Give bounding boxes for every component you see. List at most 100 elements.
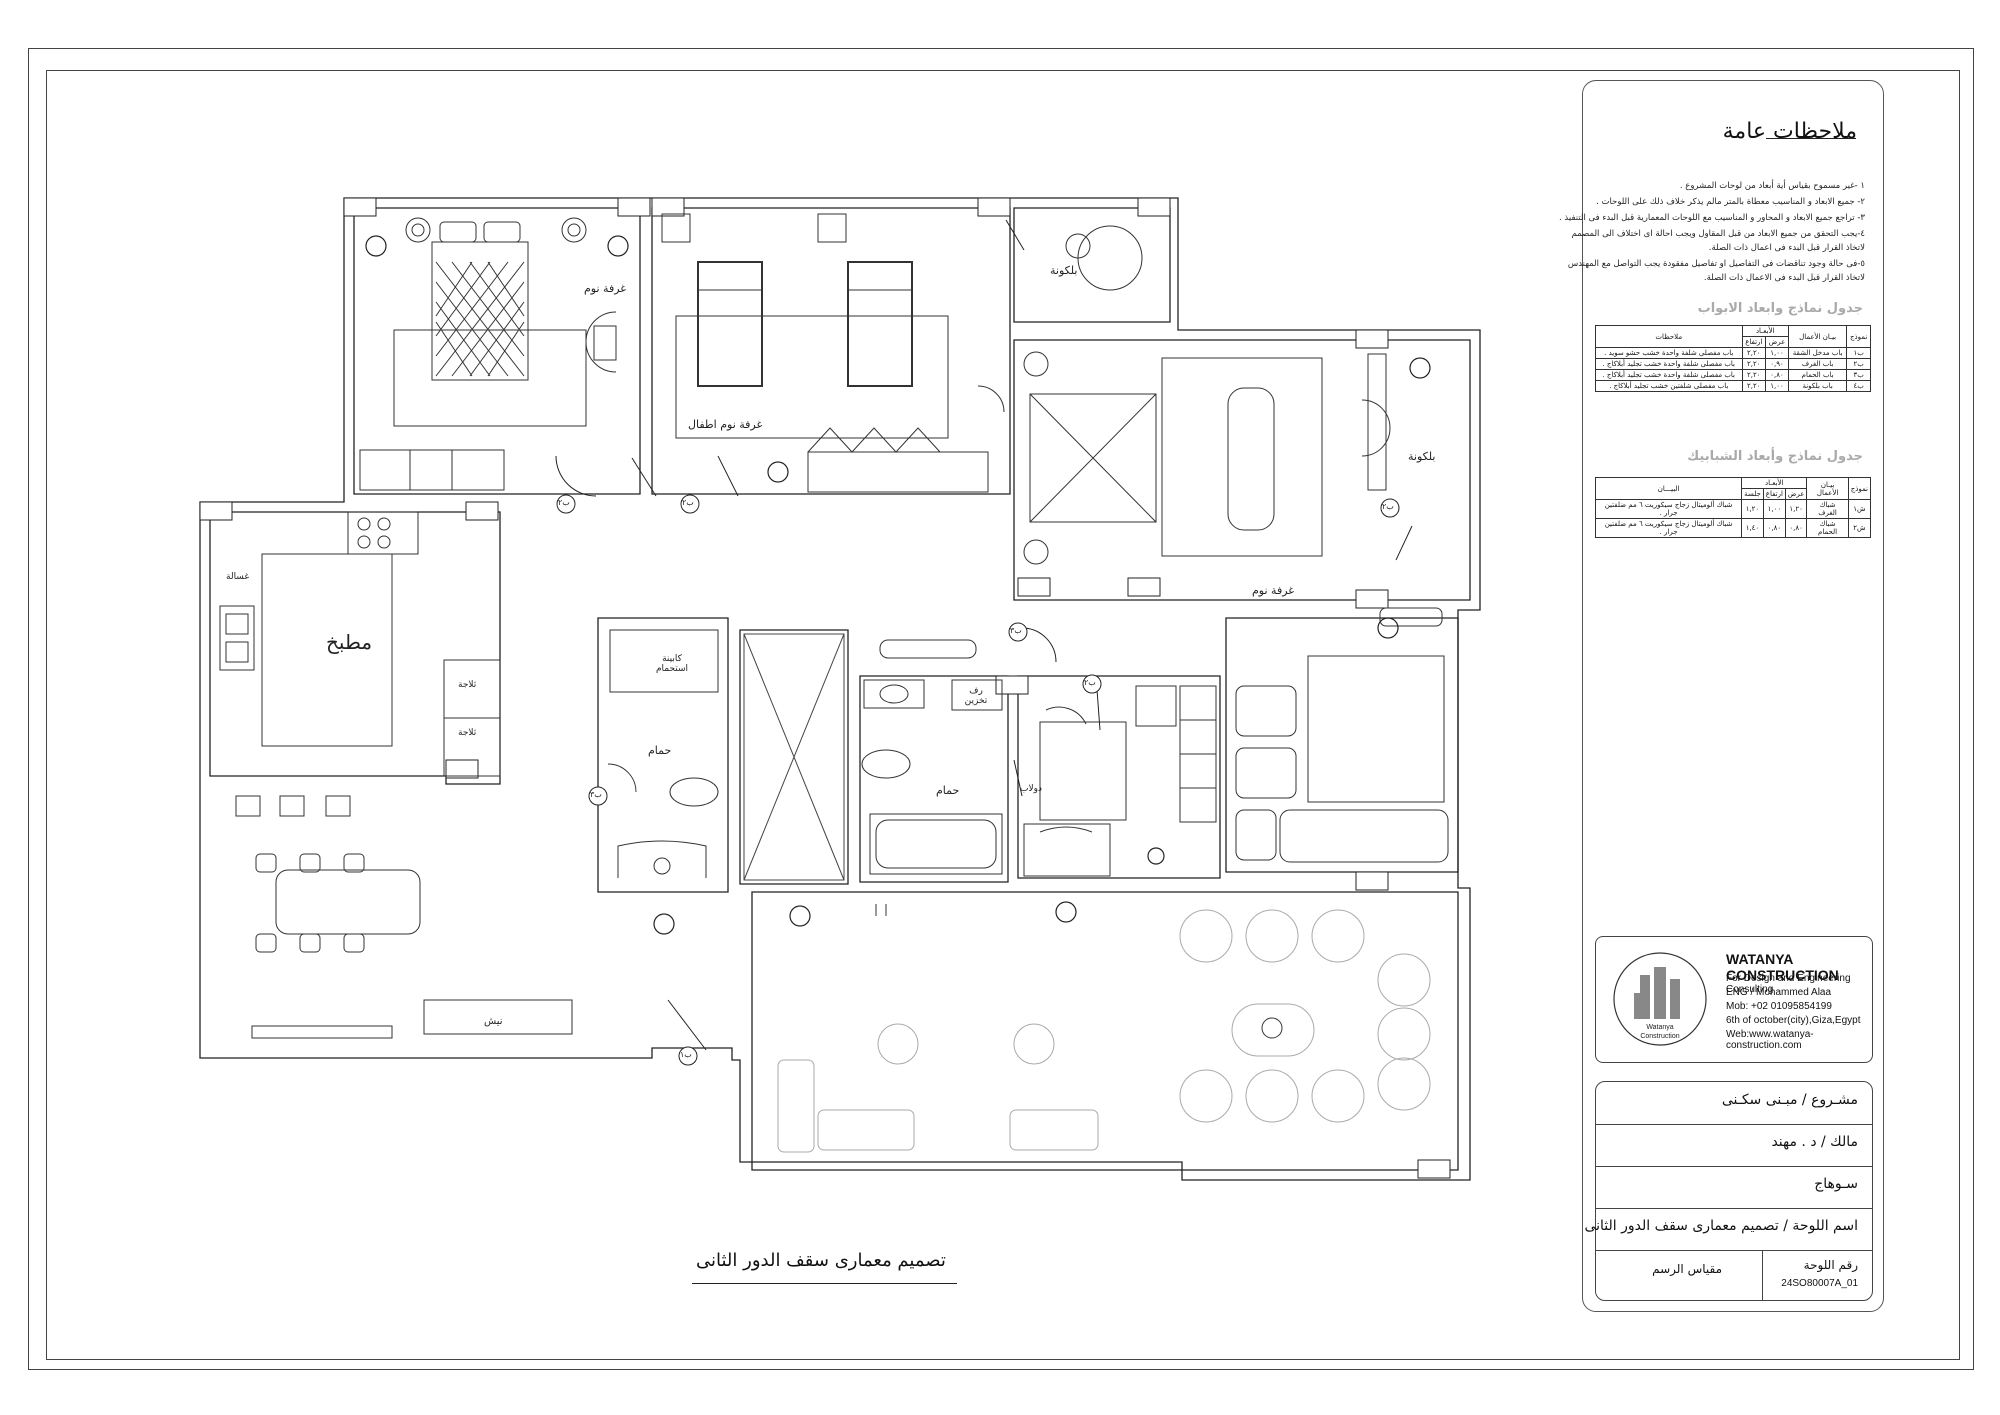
table-row: ب١ باب مدخل الشقة ١,٠٠ ٢,٢٠ باب مفصلى شل… bbox=[1595, 347, 1871, 359]
door-tag: ب٣ bbox=[1010, 626, 1022, 635]
wall-kids bbox=[651, 207, 1011, 495]
company-box: Watanya Construction WATANYA CONSTRUCTIO… bbox=[1595, 936, 1873, 1063]
label-sink: غسالة bbox=[226, 572, 250, 582]
sheet-name: اسم اللوحة / تصميم معمارى سقف الدور الثا… bbox=[1584, 1218, 1858, 1234]
wall-shaft bbox=[739, 629, 849, 885]
company-line: ENG / Mohammed Alaa bbox=[1726, 987, 1832, 998]
cell: باب مفصلى شلفتين خشب تجليد أبلاكاج . bbox=[1595, 380, 1743, 392]
cell: باب مفصلى شلفة واحدة خشب تجليد أبلاكاج . bbox=[1595, 369, 1743, 381]
cell: باب مدخل الشقة bbox=[1787, 347, 1848, 359]
cell: شباك الغرف bbox=[1806, 499, 1849, 519]
label-shower: كابينة استحمام bbox=[655, 654, 689, 674]
table-row: ب٢ باب الغرف ٠,٩٠ ٢,٢٠ باب مفصلى شلفة وا… bbox=[1595, 358, 1871, 370]
door-tag: ب١ bbox=[680, 1050, 692, 1059]
wall-outline bbox=[199, 197, 1481, 1181]
wall-balcony-top bbox=[1013, 207, 1171, 323]
th-height: ارتفاع bbox=[1741, 336, 1767, 348]
note-line: ٢- جميع الابعاد و المناسيب معطاة بالمتر … bbox=[1596, 197, 1865, 207]
label-fridge2: ثلاجة bbox=[458, 728, 477, 738]
wall-reception bbox=[751, 891, 1459, 1171]
cell: ٢,٢٠ bbox=[1741, 347, 1767, 359]
wall-master bbox=[1013, 339, 1471, 601]
floor-plan bbox=[199, 197, 1481, 1181]
label-kids-bedroom: غرفة نوم اطفال bbox=[688, 418, 763, 431]
cell: باب الغرف bbox=[1787, 358, 1848, 370]
cell: شباك ألوميتال زجاج سيكوريت ٦ مم ضلفتين ج… bbox=[1594, 518, 1743, 538]
table-row: ش١ شباك الغرف ١,٢٠ ١,٠٠ ١,٢٠ شباك ألوميت… bbox=[1594, 499, 1872, 519]
th-width: عرض bbox=[1765, 336, 1789, 348]
table-row: ب٤ باب بلكونة ١,٠٠ ٢,٢٠ باب مفصلى شلفتين… bbox=[1595, 380, 1871, 392]
cell: ٠,٨٠ bbox=[1765, 369, 1789, 381]
inner-frame bbox=[46, 70, 1960, 1360]
drawing-title-underline bbox=[692, 1283, 957, 1284]
th-model: نموذج bbox=[1846, 325, 1871, 348]
logo-text: Construction bbox=[1640, 1033, 1679, 1040]
table-row: ش٢ شباك الحمام ٠,٨٠ ٠,٨٠ ١,٤٠ شباك ألومي… bbox=[1594, 518, 1872, 538]
label-bath2: حمام bbox=[936, 784, 960, 797]
cell: ب٣ bbox=[1846, 369, 1871, 381]
cell: ١,٠٠ bbox=[1765, 347, 1789, 359]
company-line: For Design and Engineering Consulting bbox=[1726, 973, 1851, 995]
cell: ٢,٢٠ bbox=[1741, 369, 1767, 381]
note-line: ٥-فى حالة وجود تناقضات فى التفاصيل او تف… bbox=[1567, 259, 1865, 269]
cell: ش١ bbox=[1847, 499, 1872, 519]
logo-text: Watanya bbox=[1646, 1024, 1673, 1031]
cell: ٠,٨٠ bbox=[1762, 518, 1786, 538]
note-line: ٣- تراجع جميع الابعاد و المحاور و المناس… bbox=[1559, 213, 1865, 223]
cell: ١,٢٠ bbox=[1741, 499, 1764, 519]
note-line: ٤-يجب التحقق من جميع الابعاد من قبل المق… bbox=[1571, 229, 1865, 239]
owner-name: مالك / د . مهند bbox=[1771, 1134, 1858, 1150]
label-closet: دولاب bbox=[1020, 784, 1042, 794]
door-tag: ب٣ bbox=[590, 790, 602, 799]
doors-table-title: جدول نماذج وابعاد الابواب bbox=[1697, 301, 1863, 316]
door-tag: ب٢ bbox=[1084, 678, 1096, 687]
company-line: Mob: +02 01095854199 bbox=[1726, 1001, 1832, 1012]
title-block-panel: ملاحظات عامة ١ -غير مسموح بقياس أية أبعا… bbox=[1559, 80, 1884, 1312]
note-line: ١ -غير مسموح بقياس أية أبعاد من لوحات ال… bbox=[1679, 181, 1865, 191]
th-dims: الأبعـاد bbox=[1741, 477, 1808, 489]
door-tag: ب٢ bbox=[1382, 502, 1394, 511]
label-master-bedroom: غرفة نوم bbox=[1252, 584, 1295, 597]
project-info-box: مشـروع / مبـنى سكـنى مالك / د . مهند سـو… bbox=[1584, 1081, 1873, 1301]
outer-frame bbox=[28, 48, 1974, 1370]
info-divider bbox=[1762, 1250, 1763, 1300]
windows-table-title: جدول نماذج وأبعاد الشبابيك bbox=[1687, 449, 1863, 464]
cell: ١,٠٠ bbox=[1765, 380, 1789, 392]
project-name: مشـروع / مبـنى سكـنى bbox=[1721, 1092, 1858, 1108]
th-height: ارتفاع bbox=[1762, 488, 1786, 500]
cell: ب٤ bbox=[1846, 380, 1871, 392]
label-fridge1: ثلاجة bbox=[458, 680, 477, 690]
sheet-number: 24SO80007A_01 bbox=[1781, 1278, 1858, 1289]
scale-label: مقياس الرسم bbox=[1652, 1262, 1722, 1276]
wall-bath2 bbox=[859, 675, 1009, 883]
label-bath1: حمام bbox=[648, 744, 672, 757]
cell: باب الحمام bbox=[1787, 369, 1848, 381]
cell: ١,٠٠ bbox=[1762, 499, 1786, 519]
label-balcony-right: بلكونة bbox=[1408, 450, 1436, 463]
cell: باب بلكونة bbox=[1787, 380, 1848, 392]
cell: ب٢ bbox=[1846, 358, 1871, 370]
cell: ١,٢٠ bbox=[1784, 499, 1808, 519]
label-bedroom1: غرفة نوم bbox=[584, 282, 627, 295]
label-shelf: رف تخزين bbox=[964, 686, 988, 706]
label-balcony-top: بلكونة bbox=[1050, 264, 1078, 277]
th-model: نموذج bbox=[1847, 477, 1872, 500]
door-tag: ب٢ bbox=[682, 498, 694, 507]
cell: باب مفصلى شلفة واحدة خشب تجليد أبلاكاج . bbox=[1595, 358, 1743, 370]
th-notes: ملاحظات bbox=[1595, 325, 1743, 348]
company-logo-icon: Watanya Construction bbox=[1613, 952, 1707, 1046]
th-width: عرض bbox=[1784, 488, 1808, 500]
doors-table: نموذج بيـان الأعمال الأبعـاد ملاحظات عرض… bbox=[1595, 325, 1871, 392]
company-line: 6th of october(city),Giza,Egypt bbox=[1726, 1015, 1861, 1026]
door-tag: ب٢ bbox=[558, 498, 570, 507]
note-line: لاتخاذ القرار قبل البدء فى الاعمال ذات ا… bbox=[1703, 273, 1865, 283]
notes-title: ملاحظات عامة bbox=[1722, 119, 1857, 144]
th-dims: الأبعـاد bbox=[1741, 325, 1789, 337]
windows-table: نموذج بيـان الأعمال الأبعـاد البيـــان ع… bbox=[1594, 477, 1872, 538]
drawing-title: تصميم معمارى سقف الدور الثانى bbox=[696, 1250, 946, 1271]
location: سـوهاج bbox=[1814, 1176, 1858, 1192]
wall-inner-top-left bbox=[353, 207, 641, 495]
table-row: ب٣ باب الحمام ٠,٨٠ ٢,٢٠ باب مفصلى شلفة و… bbox=[1595, 369, 1871, 381]
cell: ب١ bbox=[1846, 347, 1871, 359]
cell: ش٢ bbox=[1847, 518, 1872, 538]
